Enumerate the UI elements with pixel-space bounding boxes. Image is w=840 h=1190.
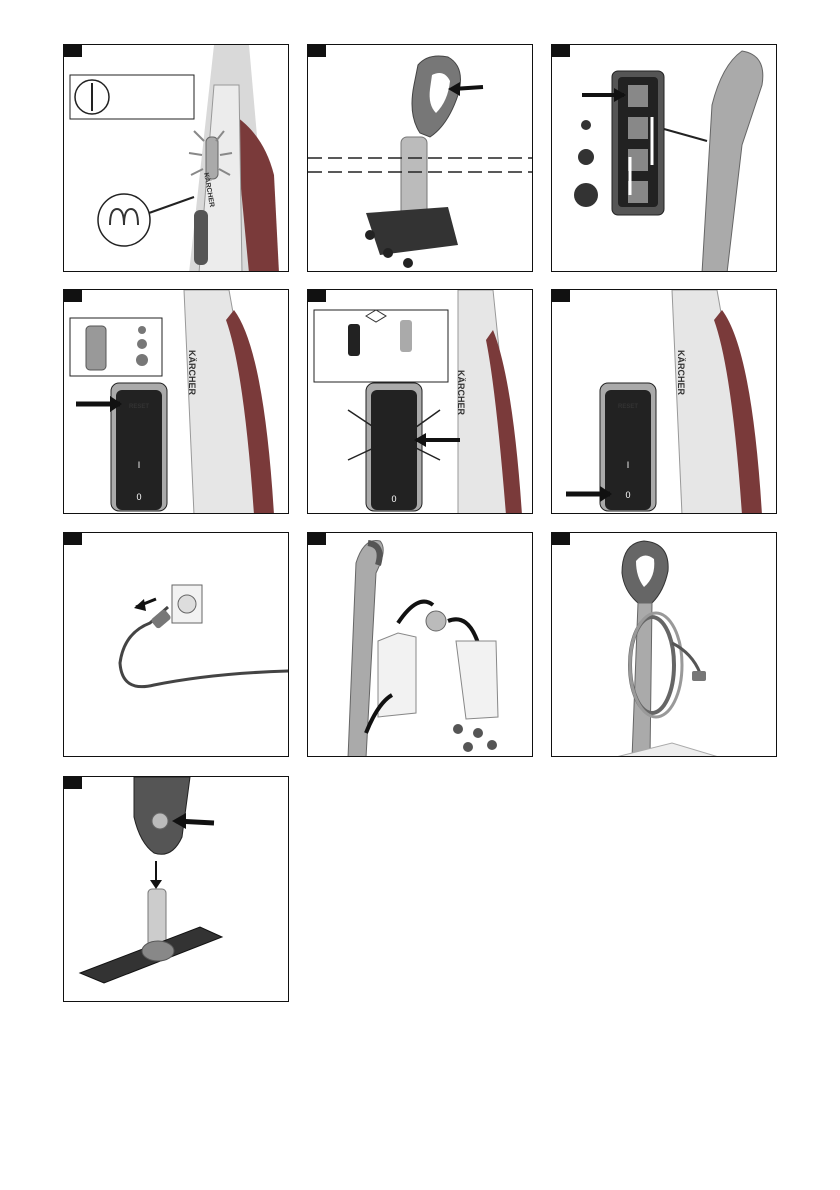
panel-10 bbox=[63, 776, 289, 1002]
illustration-filter-reset: KÄRCHER RESET I 0 bbox=[64, 290, 289, 514]
illustration-cable-storage bbox=[552, 533, 777, 757]
panel-1: KÄRCHER bbox=[63, 44, 289, 272]
panel-6: KÄRCHER RESET I 0 bbox=[551, 289, 777, 514]
on-button[interactable]: I bbox=[138, 460, 141, 470]
illustration-filter-replace: KÄRCHER 0 bbox=[308, 290, 533, 514]
panel-9 bbox=[551, 532, 777, 757]
panel-2 bbox=[307, 44, 533, 272]
off-button[interactable]: 0 bbox=[391, 494, 396, 504]
off-button[interactable]: 0 bbox=[136, 492, 141, 502]
panel-7 bbox=[63, 532, 289, 757]
brand-logo: KÄRCHER bbox=[187, 350, 197, 396]
illustration-power-off: KÄRCHER RESET I 0 bbox=[552, 290, 777, 514]
illustration-empty-tank bbox=[308, 533, 533, 757]
panel-5: KÄRCHER 0 bbox=[307, 289, 533, 514]
steam-level-icons bbox=[574, 120, 598, 207]
panel-8 bbox=[307, 532, 533, 757]
illustration-steam-ready: KÄRCHER bbox=[64, 45, 289, 272]
panel-4: KÄRCHER RESET I 0 bbox=[63, 289, 289, 514]
illustration-mop-use bbox=[308, 45, 533, 272]
off-button[interactable]: 0 bbox=[625, 490, 630, 500]
brand-logo: KÄRCHER bbox=[456, 370, 466, 416]
illustration-steam-level bbox=[552, 45, 777, 272]
brand-logo: KÄRCHER bbox=[676, 350, 686, 396]
on-button[interactable]: I bbox=[627, 460, 630, 470]
reset-button[interactable]: RESET bbox=[129, 404, 149, 410]
illustration-unplug bbox=[64, 533, 289, 757]
illustration-attach-floor-head bbox=[64, 777, 289, 1002]
reset-button[interactable]: RESET bbox=[618, 404, 638, 410]
panel-3 bbox=[551, 44, 777, 272]
